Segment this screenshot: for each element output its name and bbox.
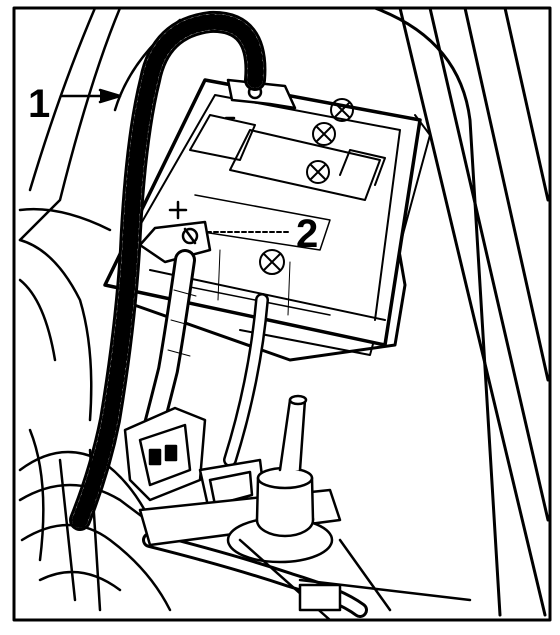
harness-connector bbox=[123, 406, 207, 502]
terminal-marks bbox=[168, 116, 236, 220]
body-panel-rails bbox=[373, 6, 550, 617]
frame-border bbox=[12, 6, 552, 622]
wiring-loom bbox=[69, 10, 267, 531]
vent-caps bbox=[259, 98, 354, 275]
mounting-stud bbox=[226, 394, 334, 564]
wire-bundle bbox=[18, 428, 202, 612]
callout-1-arrow bbox=[98, 88, 122, 104]
callout-2-label: 2 bbox=[296, 212, 319, 256]
callout-1-label: 1 bbox=[28, 82, 51, 126]
lower-structure bbox=[238, 538, 472, 622]
